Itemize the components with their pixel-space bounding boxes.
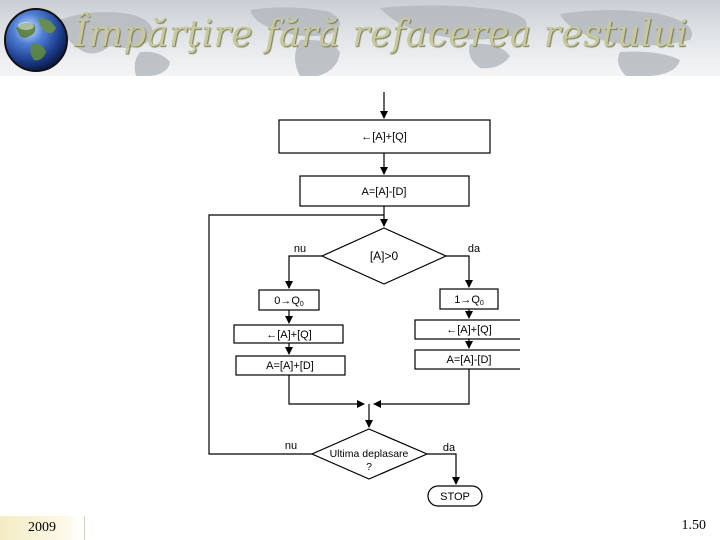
q0-symbol: Q [471, 294, 480, 306]
box-right-shift [414, 319, 520, 340]
slide-header: Împărţire fără refacerea restului [0, 0, 720, 76]
globe-icon [4, 8, 68, 72]
branch-stop-line [427, 453, 460, 485]
label-no-left: nu [294, 243, 306, 255]
arrow-right-icon: → [460, 294, 471, 306]
box-left-add [235, 355, 346, 376]
box-left-add-label: A=[A]+[D] [266, 360, 314, 372]
box-left-shift [233, 324, 344, 344]
page-number: 1.50 [681, 518, 707, 533]
q0-subscript: 0 [300, 301, 304, 308]
box-subtract [299, 175, 470, 207]
box-right-q0 [439, 288, 499, 310]
box-shift [278, 119, 491, 154]
merge-left-line [288, 375, 365, 408]
box-right-q0-label: 1→Q0 [454, 294, 484, 307]
world-map-background [60, 5, 692, 76]
branch-yes-line [446, 255, 473, 288]
box-left-q0-label: 0→Q0 [274, 295, 304, 308]
right-q0-prefix: 1 [454, 294, 460, 306]
flowchart: ←[A]+[Q] A=[A]-[D] [A]>0 nu da 0→Q0 ←[A]… [208, 92, 520, 507]
decision-a-positive [320, 227, 448, 285]
q0-symbol: Q [291, 295, 300, 307]
left-q0-prefix: 0 [274, 295, 280, 307]
merge-right-line [373, 369, 470, 408]
decision-last-shift-line1: Ultima deplasare [330, 448, 409, 460]
footer-year: 2009 [0, 516, 85, 540]
label-yes-right: da [468, 243, 481, 255]
label-yes-stop: da [443, 442, 456, 454]
terminal-stop [427, 485, 483, 507]
box-right-subtract [414, 349, 520, 370]
box-right-subtract-label: A=[A]-[D] [447, 354, 492, 366]
box-left-q0 [258, 289, 320, 311]
decision-a-positive-label: [A]>0 [370, 249, 399, 263]
decision-last-shift [310, 428, 429, 480]
loop-back-line [208, 214, 384, 455]
terminal-stop-label: STOP [440, 491, 470, 503]
box-subtract-label: A=[A]-[D] [362, 186, 407, 198]
branch-no-line [285, 255, 322, 289]
q0-subscript: 0 [480, 300, 484, 307]
box-shift-label: ←[A]+[Q] [361, 131, 407, 143]
slide-title: Împărţire fără refacerea restului [74, 14, 689, 55]
decision-last-shift-line2: ? [366, 461, 372, 473]
box-right-shift-label: ←[A]+[Q] [446, 324, 492, 336]
label-no-loop: nu [285, 440, 297, 452]
box-left-shift-label: ←[A]+[Q] [266, 329, 312, 341]
arrow-right-icon: → [280, 295, 291, 307]
